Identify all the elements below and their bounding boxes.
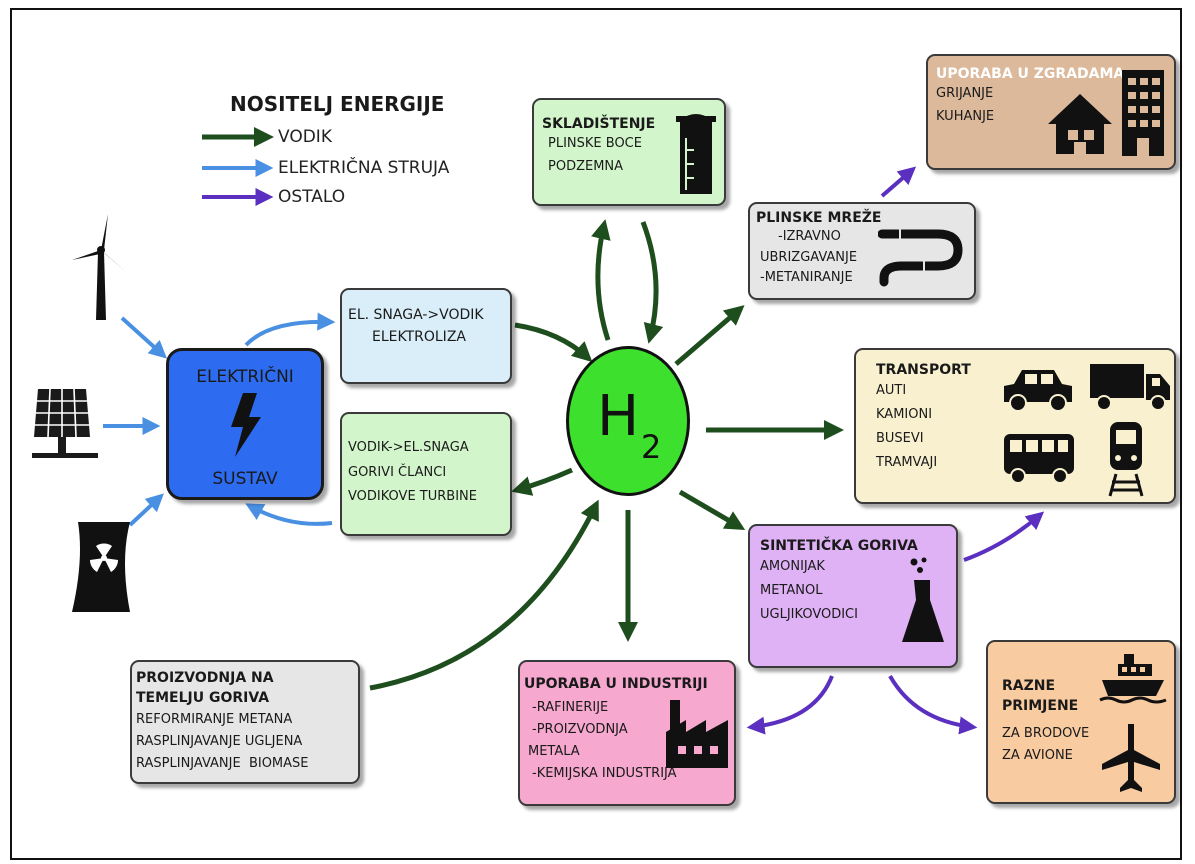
razne-box: RAZNE PRIMJENE ZA BRODOVE ZA AVIONE <box>986 640 1176 804</box>
industrija-item-2: METALA <box>528 743 580 759</box>
train-icon <box>1108 422 1144 497</box>
industrija-item-1: -PROIZVODNJA <box>532 721 628 737</box>
transport-title: TRANSPORT <box>876 362 971 378</box>
hydrogen-symbol: H <box>597 384 640 449</box>
legend-title: NOSITELJ ENERGIJE <box>230 92 445 116</box>
flask-icon <box>902 557 944 642</box>
legend-item-ostalo: OSTALO <box>200 187 500 207</box>
arrow-grid-to-elektroliza <box>244 312 336 347</box>
industrija-title: UPORABA U INDUSTRIJI <box>524 676 708 692</box>
zgrade-title: UPORABA U ZGRADAMA <box>936 66 1125 82</box>
arrow-wind-to-grid <box>120 316 168 359</box>
proizvodnja-item-2: RASPLINJAVANJE BIOMASE <box>136 756 309 772</box>
skladistenje-box: SKLADIŠTENJE PLINSKE BOCE PODZEMNA <box>532 98 726 206</box>
solar-panel-icon <box>32 388 98 458</box>
bus-icon <box>1004 434 1074 484</box>
arrow-skladistenje-to-h2 <box>640 221 664 344</box>
building-icon <box>1122 70 1164 156</box>
gorivi-clanci-box: VODIK->EL.SNAGA GORIVI ČLANCI VODIKOVE T… <box>340 412 512 536</box>
sinteticka-item-1: METANOL <box>760 582 823 598</box>
legend-label-ostalo: OSTALO <box>278 187 346 207</box>
industrija-item-0: -RAFINERIJE <box>532 699 609 715</box>
diagram-frame <box>10 8 1182 860</box>
car-icon <box>1004 370 1072 412</box>
sinteticka-title: SINTETIČKA GORIVA <box>760 538 918 554</box>
arrow-h2-to-sinteticka <box>678 489 746 531</box>
ship-icon <box>1099 654 1167 704</box>
elektroliza-line1: EL. SNAGA->VODIK <box>348 307 484 323</box>
legend-label-vodik: VODIK <box>278 127 332 147</box>
gorivi-line3: VODIKOVE TURBINE <box>348 489 477 505</box>
elektroliza-box: EL. SNAGA->VODIK ELEKTROLIZA <box>340 288 512 384</box>
hydrogen-subscript: 2 <box>641 428 662 466</box>
legend-label-struja: ELEKTRIČNA STRUJA <box>278 158 450 178</box>
pipeline-icon <box>878 226 963 287</box>
arrow-h2-to-plinske <box>674 305 745 366</box>
airplane-icon <box>1102 724 1160 792</box>
arrow-h2-to-gorivi <box>511 467 574 496</box>
sinteticka-box: SINTETIČKA GORIVA AMONIJAK METANOL UGLJI… <box>748 524 958 668</box>
arrow-proizvodnja-to-h2 <box>369 499 599 691</box>
arrow-elektroliza-to-h2 <box>514 322 593 363</box>
elektricni-sustav-box: ELEKTRIČNI SUSTAV <box>166 348 324 500</box>
plinske-item-1: UBRIZGAVANJE <box>760 249 858 265</box>
gorivi-line1: VODIK->EL.SNAGA <box>348 440 469 455</box>
transport-item-2: BUSEVI <box>876 430 924 446</box>
proizvodnja-item-0: REFORMIRANJE METANA <box>136 711 293 727</box>
skladistenje-item-1: PODZEMNA <box>548 158 624 174</box>
transport-item-1: KAMIONI <box>876 406 933 422</box>
storage-tank-icon <box>676 114 716 194</box>
elektricni-line1: ELEKTRIČNI <box>196 367 294 387</box>
house-icon <box>1048 94 1112 154</box>
transport-box: TRANSPORT AUTI KAMIONI BUSEVI TRAMVAJI <box>854 348 1176 504</box>
nuclear-plant-icon <box>72 522 130 612</box>
proizvodnja-title1: PROIZVODNJA NA <box>136 670 274 686</box>
legend-item-struja: ELEKTRIČNA STRUJA <box>200 158 500 178</box>
arrow-h2-to-skladistenje <box>591 219 611 341</box>
zgrade-item-1: KUHANJE <box>936 108 995 124</box>
arrow-gorivi-to-grid <box>245 503 333 526</box>
sinteticka-item-2: UGLJIKOVODICI <box>760 606 858 622</box>
sinteticka-item-0: AMONIJAK <box>760 558 825 574</box>
arrow-sinteticka-to-transport <box>963 511 1045 562</box>
legend-item-vodik: VODIK <box>200 127 500 147</box>
lightning-icon <box>231 393 261 457</box>
skladistenje-item-0: PLINSKE BOCE <box>548 135 642 151</box>
zgrade-item-0: GRIJANJE <box>936 85 994 101</box>
proizvodnja-item-1: RASPLINJAVANJE UGLJENA <box>136 733 303 749</box>
hydrogen-node: H 2 <box>566 346 690 496</box>
plinske-item-0: -IZRAVNO <box>778 228 841 244</box>
arrow-sinteticka-to-razne <box>888 675 978 735</box>
elektricni-line2: SUSTAV <box>212 469 278 489</box>
industrija-item-3: -KEMIJSKA INDUSTRIJA <box>532 766 677 782</box>
razne-title2: PRIMJENE <box>1002 698 1079 715</box>
transport-item-0: AUTI <box>876 382 907 398</box>
plinske-mreze-box: PLINSKE MREŽE -IZRAVNO UBRIZGAVANJE -MET… <box>748 202 976 300</box>
gorivi-line2: GORIVI ČLANCI <box>348 464 447 480</box>
factory-icon <box>666 700 728 768</box>
arrow-plinske-to-zgrade <box>880 166 917 198</box>
arrow-sinteticka-to-industrija <box>746 675 834 735</box>
zgrade-box: UPORABA U ZGRADAMA GRIJANJE KUHANJE <box>926 54 1176 170</box>
industrija-box: UPORABA U INDUSTRIJI -RAFINERIJE -PROIZV… <box>518 660 736 806</box>
proizvodnja-title2: TEMELJU GORIVA <box>136 690 270 707</box>
transport-item-3: TRAMVAJI <box>876 454 938 470</box>
truck-icon <box>1090 364 1170 411</box>
plinske-item-2: -METANIRANJE <box>760 270 853 286</box>
proizvodnja-box: PROIZVODNJA NA TEMELJU GORIVA REFORMIRAN… <box>130 660 360 784</box>
plinske-title: PLINSKE MREŽE <box>756 210 882 226</box>
elektroliza-line2: ELEKTROLIZA <box>372 329 466 346</box>
wind-turbine-icon <box>72 214 126 320</box>
razne-item-1: ZA AVIONE <box>1002 748 1073 764</box>
skladistenje-title: SKLADIŠTENJE <box>542 116 656 132</box>
razne-item-0: ZA BRODOVE <box>1002 725 1090 741</box>
razne-title1: RAZNE <box>1002 678 1056 694</box>
arrow-nuclear-to-grid <box>128 493 164 527</box>
